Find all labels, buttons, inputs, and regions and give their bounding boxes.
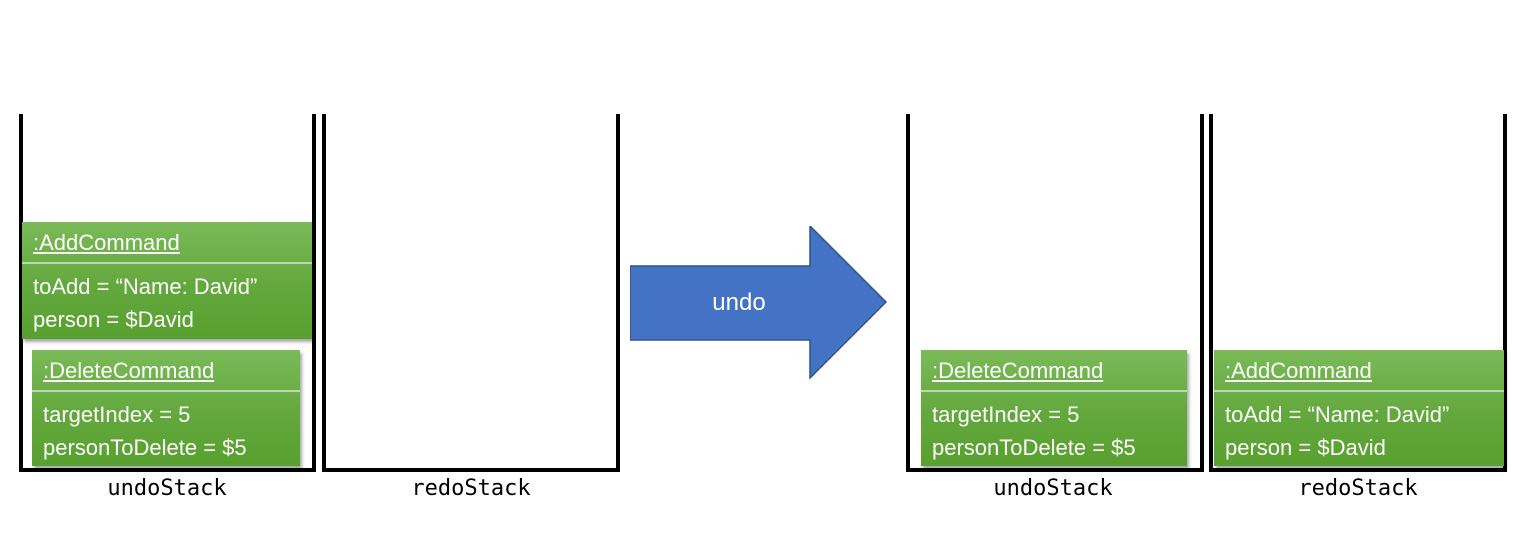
before-redo-stack-label: redoStack <box>411 476 531 501</box>
command-title: :AddCommand <box>22 222 312 264</box>
undo-arrow: undo <box>630 226 888 380</box>
command-field: person = $David <box>33 307 194 332</box>
after-undo-stack-label: undoStack <box>993 476 1113 501</box>
command-field: personToDelete = $5 <box>932 435 1136 460</box>
before-delete-command: :DeleteCommand targetIndex = 5 personToD… <box>32 350 300 466</box>
before-undo-stack-label: undoStack <box>107 476 227 501</box>
command-title: :AddCommand <box>1214 350 1504 392</box>
after-add-command: :AddCommand toAdd = “Name: David” person… <box>1214 350 1504 466</box>
after-redo-stack-label: redoStack <box>1298 476 1418 501</box>
command-title: :DeleteCommand <box>32 350 300 392</box>
command-field: personToDelete = $5 <box>43 435 247 460</box>
before-undo-stack <box>19 114 316 472</box>
command-field: toAdd = “Name: David” <box>1225 402 1450 427</box>
command-field: targetIndex = 5 <box>43 402 191 427</box>
command-field: toAdd = “Name: David” <box>33 274 258 299</box>
command-field: person = $David <box>1225 435 1386 460</box>
arrow-shape <box>630 226 888 380</box>
arrow-label: undo <box>712 289 765 316</box>
before-add-command: :AddCommand toAdd = “Name: David” person… <box>22 222 312 339</box>
after-undo-stack <box>906 114 1204 472</box>
before-redo-stack <box>322 114 620 472</box>
after-delete-command: :DeleteCommand targetIndex = 5 personToD… <box>921 350 1187 466</box>
after-redo-stack <box>1209 114 1507 472</box>
command-field: targetIndex = 5 <box>932 402 1080 427</box>
command-title: :DeleteCommand <box>921 350 1187 392</box>
